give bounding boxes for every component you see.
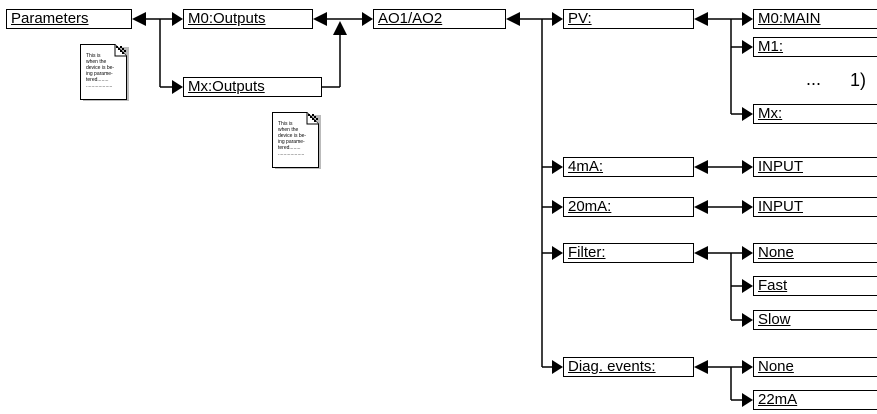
filter-fast-option[interactable]: Fast [753,276,877,296]
ma20-input-option[interactable]: INPUT [753,197,877,217]
pv-mx-option[interactable]: Mx: [753,104,877,124]
pv-label: PV: [568,10,592,27]
filter-none-label: None [758,244,794,261]
ma4-input-label: INPUT [758,158,803,175]
document-note-icon: This is when the device is be- ing param… [80,44,130,102]
m0-outputs-label: M0:Outputs [188,10,266,27]
pv-mx-label: Mx: [758,105,783,122]
diag-events-label: Diag. events: [568,358,656,375]
ma4-input-option[interactable]: INPUT [753,157,877,177]
filter-none-option[interactable]: None [753,243,877,263]
pv-m1-label: M1: [758,38,784,55]
pv-m1-option[interactable]: M1: [753,37,877,57]
ma4-label: 4mA: [568,158,604,175]
filter-box[interactable]: Filter: [563,243,694,263]
document-note-text: This is when the device is be- ing param… [86,53,115,89]
document-note-text: This is when the device is be- ing param… [278,121,307,157]
ma20-box[interactable]: 20mA: [563,197,694,217]
mx-outputs-box[interactable]: Mx:Outputs [183,77,322,97]
diag-none-label: None [758,358,794,375]
pv-m0-main-option[interactable]: M0:MAIN [753,9,877,29]
ma20-label: 20mA: [568,198,612,215]
ma4-box[interactable]: 4mA: [563,157,694,177]
pv-box[interactable]: PV: [563,9,694,29]
diag-22ma-label: 22mA [758,391,798,408]
mx-outputs-label: Mx:Outputs [188,78,265,95]
ao1-ao2-box[interactable]: AO1/AO2 [373,9,506,29]
parameters-label: Parameters [11,10,89,27]
pv-m0-main-label: M0:MAIN [758,10,821,27]
parameters-box[interactable]: Parameters [6,9,132,29]
ao1-ao2-label: AO1/AO2 [378,10,443,27]
filter-slow-option[interactable]: Slow [753,310,877,330]
filter-fast-label: Fast [758,277,788,294]
footnote-mark: 1) [850,70,867,90]
document-note-icon: This is when the device is be- ing param… [272,112,322,170]
diag-none-option[interactable]: None [753,357,877,377]
diag-22ma-option[interactable]: 22mA [753,390,877,410]
diag-events-box[interactable]: Diag. events: [563,357,694,377]
m0-outputs-box[interactable]: M0:Outputs [183,9,313,29]
filter-label: Filter: [568,244,606,261]
filter-slow-label: Slow [758,311,791,328]
ellipsis-text: ... [806,69,822,89]
ma20-input-label: INPUT [758,198,803,215]
